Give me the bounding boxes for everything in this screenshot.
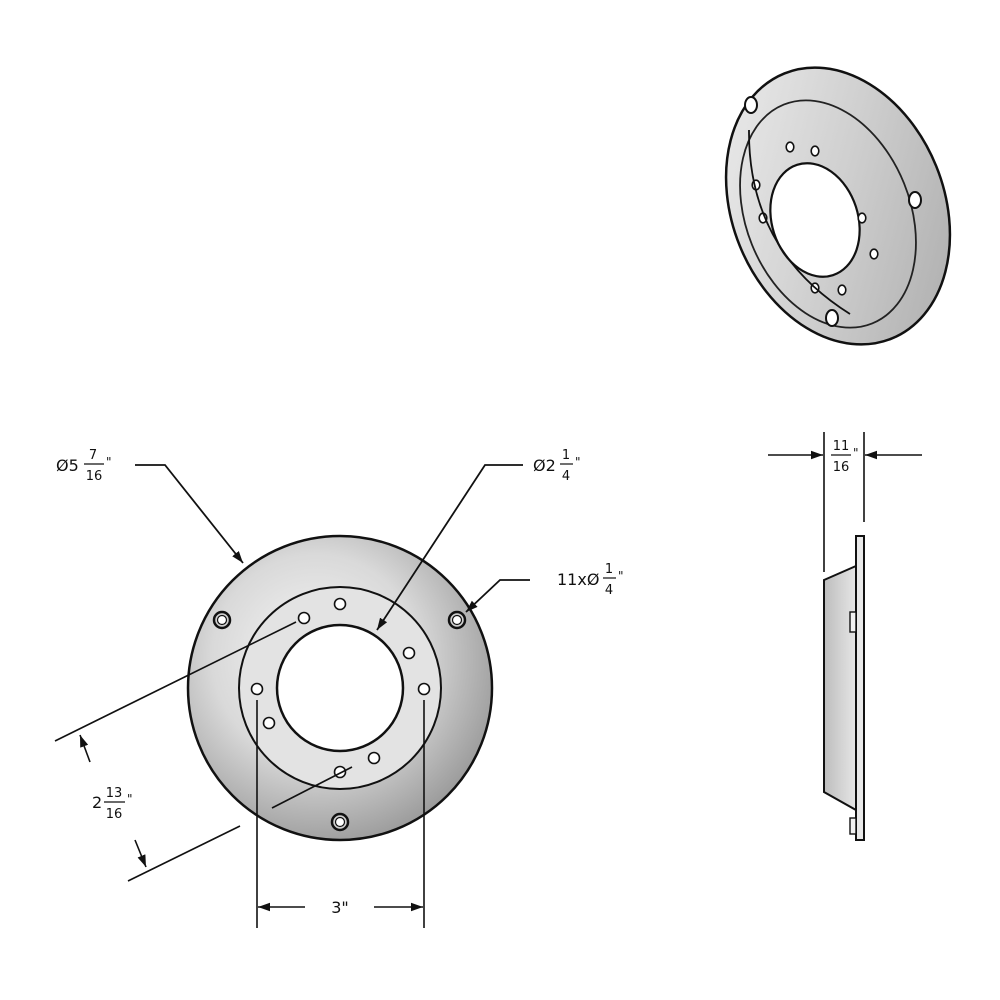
outer-diameter-num: 7 [89,448,97,463]
inner-diameter-prefix: Ø2 [533,456,556,475]
outer-diameter-leader [135,464,244,564]
iso-section-line [748,129,851,315]
iso-bolt-hole [785,141,795,153]
inner-diameter-leader [376,464,523,631]
iso-bolt-hole [810,145,820,157]
outer-diameter-den: 16 [86,469,103,484]
iso-mount-hole [744,96,758,114]
width-label: 3" [331,898,349,917]
isometric-view [724,66,952,346]
thickness-num: 11 [833,439,850,454]
bolt-hole [417,682,431,696]
thickness-den: 16 [833,460,850,475]
holes-prefix: 11xØ [557,570,599,589]
iso-bolt-hole [857,212,867,224]
iso-mount-hole [908,191,922,209]
bolt-hole [367,751,381,765]
mount-hole-bore [216,614,228,626]
holes-unit: " [618,569,624,583]
iso-mount-hole [825,309,839,327]
spacing-ext-line-inner [271,766,353,809]
front-bolt-holes [250,597,431,779]
spacing-ext-line-upper [54,621,297,742]
iso-dish-ring [739,99,917,329]
bolt-hole [297,611,311,625]
side-profile-cone [823,564,857,812]
side-profile-tab [849,611,857,633]
inner-diameter-unit: " [575,455,581,469]
bolt-spacing-unit: " [127,792,133,806]
bolt-hole [333,597,347,611]
iso-inner-hole [769,162,861,278]
bolt-spacing-prefix: 2 [92,793,102,812]
spacing-ext-line-lower [127,825,241,882]
iso-bolt-hole [837,284,847,296]
side-profile-flange [855,535,865,841]
outer-diameter-unit: " [106,455,112,469]
spacing-arrow-lower [134,839,147,868]
thickness-label: 11 16 " [831,439,859,475]
front-mount-holes [212,610,467,832]
spacing-arrow-upper [79,734,91,763]
side-view: 11 16 " [768,432,922,841]
front-view: Ø5 7 16 " Ø2 1 4 " 11xØ 1 4 " 2 13 16 [54,448,624,928]
bolt-spacing-label: 2 13 16 " [92,786,133,822]
inner-diameter-den: 4 [562,469,570,484]
inner-bore [275,623,405,753]
mount-hole-bore [451,614,463,626]
holes-leader [465,579,530,613]
inner-diameter-label: Ø2 1 4 " [533,448,581,484]
bolt-hole [250,682,264,696]
iso-bolt-hole [869,248,879,260]
holes-label: 11xØ 1 4 " [557,562,624,598]
bolt-spacing-num: 13 [106,786,123,801]
side-profile-tab [849,817,857,835]
bolt-spacing-den: 16 [106,807,123,822]
holes-den: 4 [605,583,613,598]
mount-hole-bore [334,816,346,828]
thickness-unit: " [853,446,859,460]
inner-diameter-num: 1 [562,448,570,463]
outer-diameter-prefix: Ø5 [56,456,79,475]
bolt-hole [262,716,276,730]
iso-large-holes [744,96,922,327]
holes-num: 1 [605,562,613,577]
outer-diameter-label: Ø5 7 16 " [56,448,112,484]
bolt-hole [402,646,416,660]
